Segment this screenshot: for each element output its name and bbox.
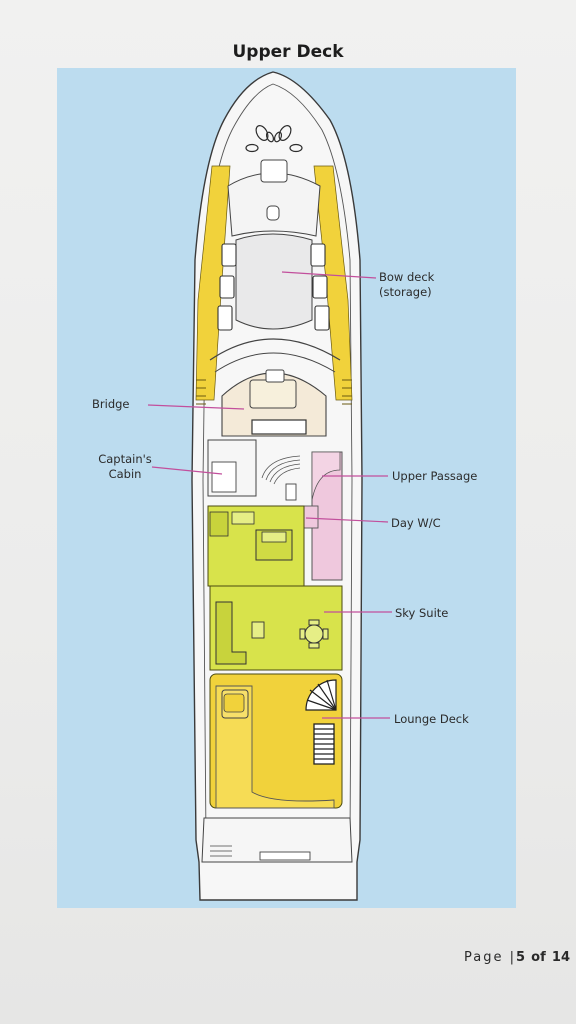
label-day-wc: Day W/C <box>391 516 441 530</box>
page-footer: Page |5 of 14 <box>464 950 570 965</box>
label-captains-cabin: Captain's Cabin <box>98 452 152 481</box>
label-bridge: Bridge <box>92 397 130 411</box>
footer-page-word: Page <box>463 950 504 965</box>
leader-bridge <box>147 404 245 410</box>
captains-bunk <box>211 461 237 493</box>
helm-station <box>249 379 297 409</box>
bow-locker <box>260 159 288 183</box>
sky-suite-desk <box>231 511 255 525</box>
leader-captains-cabin <box>151 466 223 475</box>
foredeck-yellow-left <box>195 165 231 401</box>
bow-cleat <box>266 205 280 221</box>
label-upper-passage: Upper Passage <box>392 469 478 483</box>
footer-current-page: 5 <box>515 950 526 965</box>
anchor-windlass-icon <box>245 125 303 153</box>
bow-deck-storage <box>235 233 313 330</box>
label-sky-suite: Sky Suite <box>395 606 449 620</box>
label-lounge-deck: Lounge Deck <box>394 712 469 726</box>
aft-stairs-icon <box>313 723 335 765</box>
wc-fixture <box>285 483 297 501</box>
spiral-stair-icon <box>305 679 337 711</box>
interior-stair <box>261 455 301 485</box>
leader-day-wc <box>305 517 389 523</box>
stern-steps <box>210 845 232 857</box>
lounge-deck-cushion <box>223 693 245 713</box>
leader-bow-deck <box>281 271 377 279</box>
sky-suite-sofa <box>209 511 229 537</box>
windshield-arc <box>209 338 341 361</box>
footer-total-pages: 14 <box>551 950 570 965</box>
windshield-arc-inner <box>214 352 336 373</box>
footer-separator: | <box>509 950 516 965</box>
sky-suite-pillow <box>261 531 287 543</box>
bow-hatch <box>227 172 321 237</box>
stern-platform <box>201 817 353 863</box>
leader-lines <box>147 271 392 719</box>
chart-table <box>251 419 307 435</box>
bow-deck-hatches <box>217 243 330 331</box>
stern-transom <box>259 851 311 861</box>
sky-suite-lounge-sofa <box>215 601 247 665</box>
label-bow-deck: Bow deck (storage) <box>379 270 435 299</box>
dining-table-icon <box>299 619 329 649</box>
bridge-side-rails <box>196 379 352 405</box>
footer-of-word: of <box>531 950 546 965</box>
sky-suite-coffee-table <box>251 621 265 639</box>
page-title: Upper Deck <box>232 42 344 62</box>
helm-seat <box>265 369 285 383</box>
